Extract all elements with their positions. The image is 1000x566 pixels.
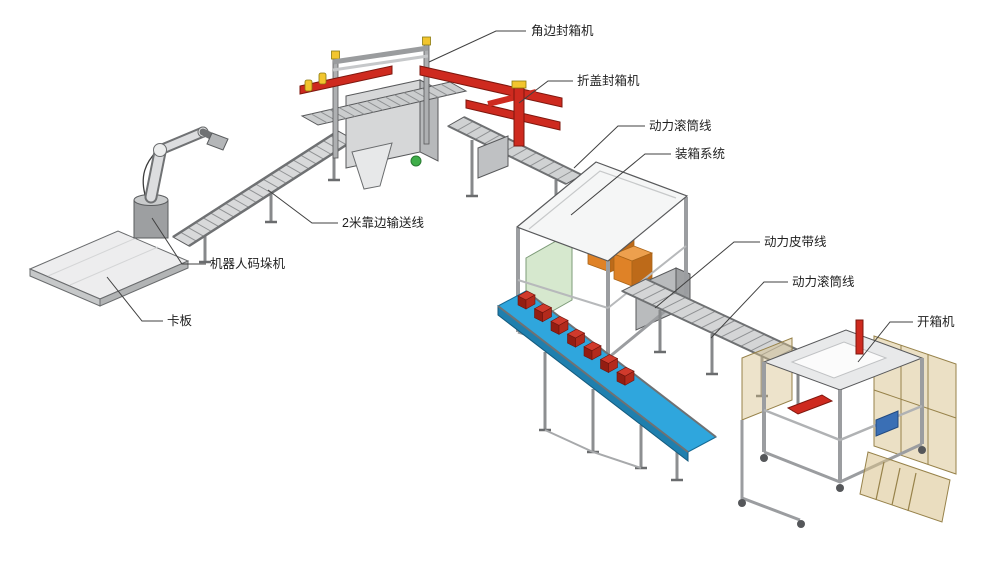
roller [285, 164, 302, 175]
roller [631, 283, 657, 297]
label-flap-sealer: 折盖封箱机 [577, 73, 640, 88]
leader-line-palletizer [151, 217, 206, 265]
product-box [624, 370, 635, 386]
label-erector: 开箱机 [917, 314, 955, 329]
leader-line-flap-sealer [518, 80, 573, 104]
roller [338, 107, 356, 117]
label-belt-line: 动力皮带线 [764, 235, 827, 249]
roller [270, 173, 287, 184]
label-palletizer: 机器人码垛机 [210, 256, 286, 271]
pallet-graphic [28, 230, 190, 307]
roller [529, 156, 546, 167]
roller [262, 178, 280, 189]
product-box [608, 357, 618, 374]
roller-set [311, 83, 458, 124]
roller [202, 217, 220, 228]
roller [440, 83, 458, 94]
roller [740, 333, 765, 347]
label-layer: 角边封箱机折盖封箱机动力滚筒线装箱系统动力皮带线动力滚筒线开箱机2米靠边输送线机… [106, 23, 955, 363]
roller [366, 100, 384, 111]
roller [180, 231, 197, 242]
roller [661, 296, 686, 310]
packing-system-graphic [515, 161, 691, 360]
roller [357, 102, 374, 113]
robot-palletizer-graphic [133, 126, 229, 239]
erector-graphic [738, 319, 957, 528]
roller [700, 315, 726, 329]
product-box-row [517, 290, 635, 386]
roller [307, 149, 325, 160]
roller [681, 306, 706, 320]
roller [195, 222, 212, 232]
roller [710, 320, 736, 333]
product-box [558, 319, 569, 335]
roller [641, 287, 667, 301]
roller [456, 121, 474, 131]
roller [217, 207, 235, 218]
roller [511, 147, 528, 158]
leader-line-pallet [106, 276, 163, 322]
label-corner-sealer: 角边封箱机 [531, 23, 594, 38]
roller [292, 159, 310, 170]
label-edge-conveyor: 2米靠边输送线 [342, 215, 424, 230]
roller [255, 183, 272, 194]
roller [651, 292, 676, 306]
roller [232, 198, 250, 208]
roller [210, 212, 227, 223]
roller [538, 161, 556, 172]
belt-line-graphic [497, 290, 717, 482]
leader-line-corner-sealer [428, 30, 526, 63]
roller [375, 98, 393, 109]
leader-line-edge-conveyor [267, 189, 338, 224]
leader-line-packing-system [570, 153, 671, 216]
roller [556, 170, 574, 180]
corner-sealer-graphic [299, 36, 563, 190]
roller [720, 324, 746, 338]
roller [394, 94, 411, 105]
product-box [542, 307, 552, 323]
roller [465, 125, 483, 136]
roller [247, 188, 265, 199]
roller [403, 92, 421, 103]
label-roller-line-2: 动力滚筒线 [792, 274, 855, 289]
roller [484, 134, 501, 145]
roller [671, 301, 696, 315]
roller [187, 226, 205, 237]
label-roller-line-1: 动力滚筒线 [649, 118, 712, 133]
roller [431, 85, 448, 96]
roller [311, 113, 328, 124]
label-packing-system: 装箱系统 [675, 146, 725, 161]
roller [730, 329, 756, 343]
roller-set [180, 135, 347, 242]
roller [474, 129, 492, 140]
roller [547, 165, 565, 176]
roller [225, 202, 242, 213]
roller [385, 96, 402, 107]
product-box [575, 332, 585, 348]
roller-set [631, 283, 815, 370]
roller [760, 343, 785, 357]
roller [277, 169, 295, 179]
leader-line-erector [857, 321, 913, 363]
roller [315, 145, 332, 155]
leader-line-roller-line-1 [573, 125, 645, 169]
leader-line-belt-line [654, 241, 760, 309]
roller [690, 310, 716, 324]
roller [520, 152, 537, 163]
product-box [591, 345, 602, 361]
roller [300, 154, 317, 165]
leader-line-roller-line-2 [710, 281, 788, 339]
roller [240, 193, 257, 204]
roller [750, 338, 775, 352]
roller [348, 104, 365, 115]
edge-conveyor-graphic [172, 129, 355, 264]
label-pallet: 卡板 [167, 314, 193, 328]
product-box [525, 294, 536, 310]
